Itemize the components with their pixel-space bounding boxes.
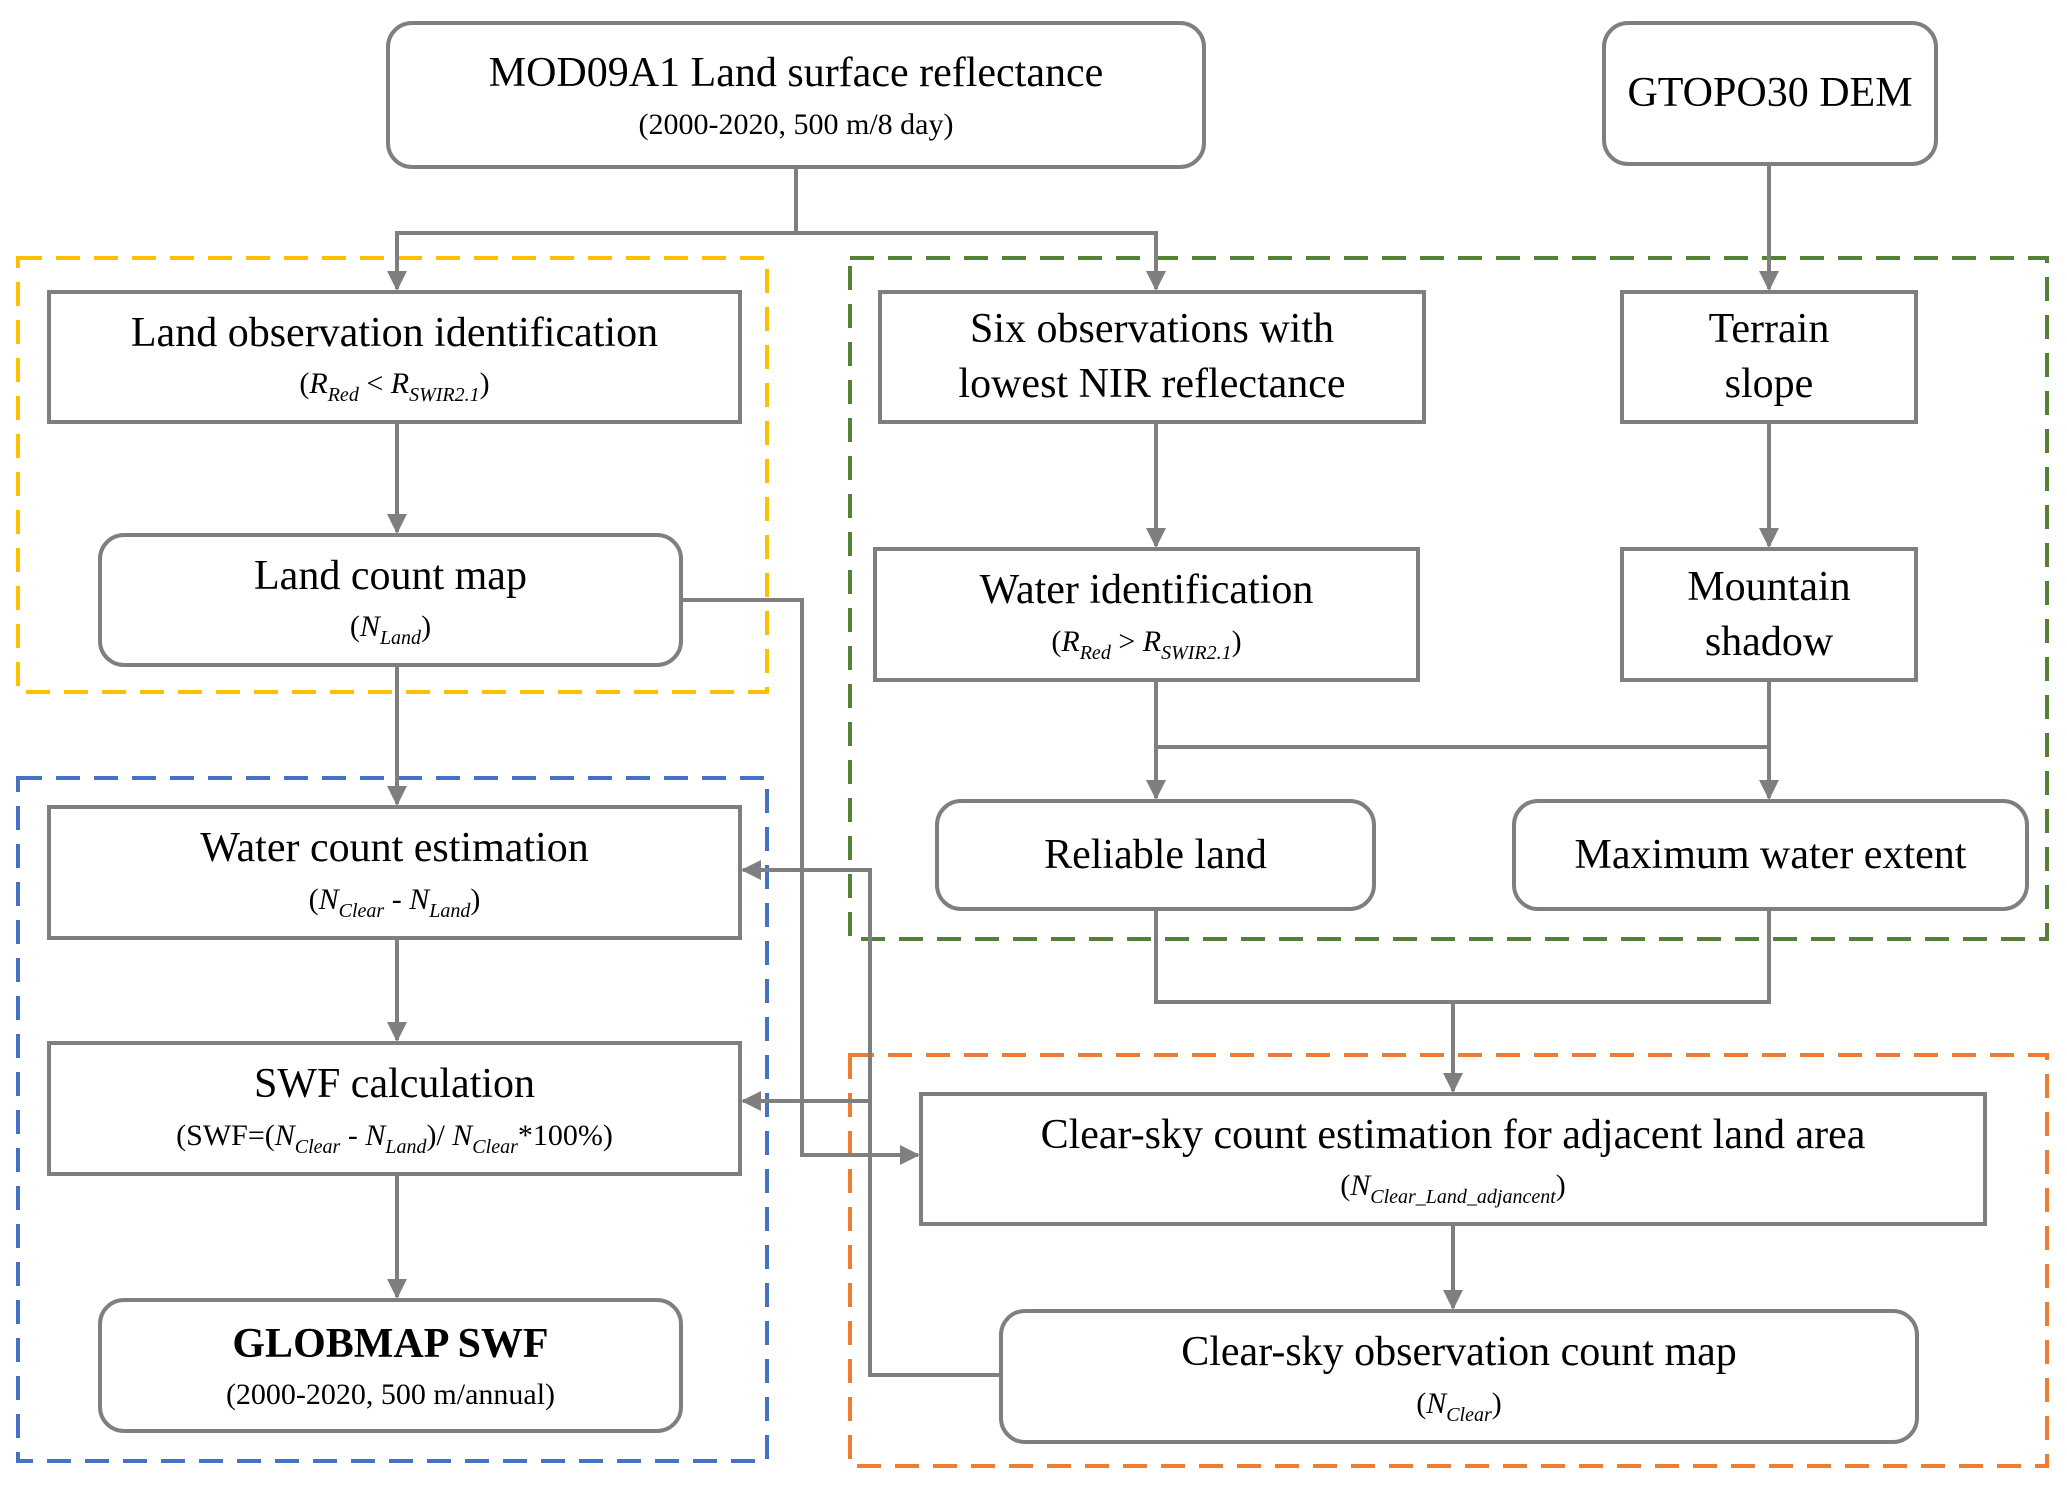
node-title: Water identification [979,567,1314,614]
node-title-line1: Mountain [1687,563,1851,610]
node-formula: (RRed < RSWIR2.1) [299,367,490,407]
node-six-observations: Six observations with lowest NIR reflect… [878,290,1426,424]
node-clear-sky-count-estimation: Clear-sky count estimation for adjacent … [919,1092,1987,1226]
node-title: MOD09A1 Land surface reflectance [488,50,1104,97]
group-clear-sky [848,1053,2049,1468]
node-land-count-map: Land count map (NLand) [98,533,683,667]
node-title: SWF calculation [253,1061,536,1108]
node-title-line1: Terrain [1708,306,1830,353]
node-mod09a1: MOD09A1 Land surface reflectance (2000-2… [386,21,1206,169]
node-maximum-water-extent: Maximum water extent [1512,799,2029,911]
node-water-count-estimation: Water count estimation (NClear - NLand) [47,805,742,940]
node-title: Maximum water extent [1574,831,1967,878]
node-globmap-swf: GLOBMAP SWF (2000-2020, 500 m/annual) [98,1298,683,1433]
node-reliable-land: Reliable land [935,799,1376,911]
node-title: Reliable land [1044,831,1267,878]
group-swf-calculation [16,776,769,1463]
node-terrain-slope: Terrain slope [1620,290,1918,424]
node-swf-calculation: SWF calculation (SWF=(NClear - NLand)/ N… [47,1041,742,1176]
node-title: Clear-sky observation count map [1181,1329,1737,1376]
node-subtitle: (2000-2020, 500 m/annual) [225,1378,556,1412]
node-water-identification: Water identification (RRed > RSWIR2.1) [873,547,1420,682]
node-formula: (RRed > RSWIR2.1) [1051,624,1242,664]
node-formula: (SWF=(NClear - NLand)/ NClear*100%) [176,1118,613,1158]
node-title-line1: Six observations with [970,306,1334,353]
node-clear-sky-count-map: Clear-sky observation count map (NClear) [999,1309,1919,1444]
node-title: Clear-sky count estimation for adjacent … [1040,1111,1866,1158]
node-land-observation: Land observation identification (RRed < … [47,290,742,424]
node-formula: (NClear - NLand) [308,882,481,922]
arrow-landcount-to-clear-est [683,598,920,1165]
connector-reliable-maxwater-merge [1154,911,1771,1004]
group-land-identification [16,256,769,694]
node-title-line2: lowest NIR reflectance [958,361,1346,407]
node-title: GTOPO30 DEM [1627,70,1913,117]
node-title: Land observation identification [130,309,659,356]
node-title: Water count estimation [200,825,589,872]
node-title-line2: slope [1724,361,1814,407]
group-water-extent [848,256,2049,941]
node-title: GLOBMAP SWF [232,1320,549,1367]
arrow-clear-map-to-watercount [741,860,999,1377]
node-title: Land count map [254,552,527,599]
node-subtitle: (2000-2020, 500 m/8 day) [638,107,954,141]
node-mountain-shadow: Mountain shadow [1620,547,1918,682]
node-formula: (NClear) [1416,1386,1502,1426]
node-gtopo30: GTOPO30 DEM [1602,21,1938,166]
node-title-line2: shadow [1704,618,1834,665]
arrow-to-land-obs [387,231,1166,291]
node-formula: (NLand) [349,610,432,650]
node-formula: (NClear_Land_adjancent) [1340,1169,1566,1209]
